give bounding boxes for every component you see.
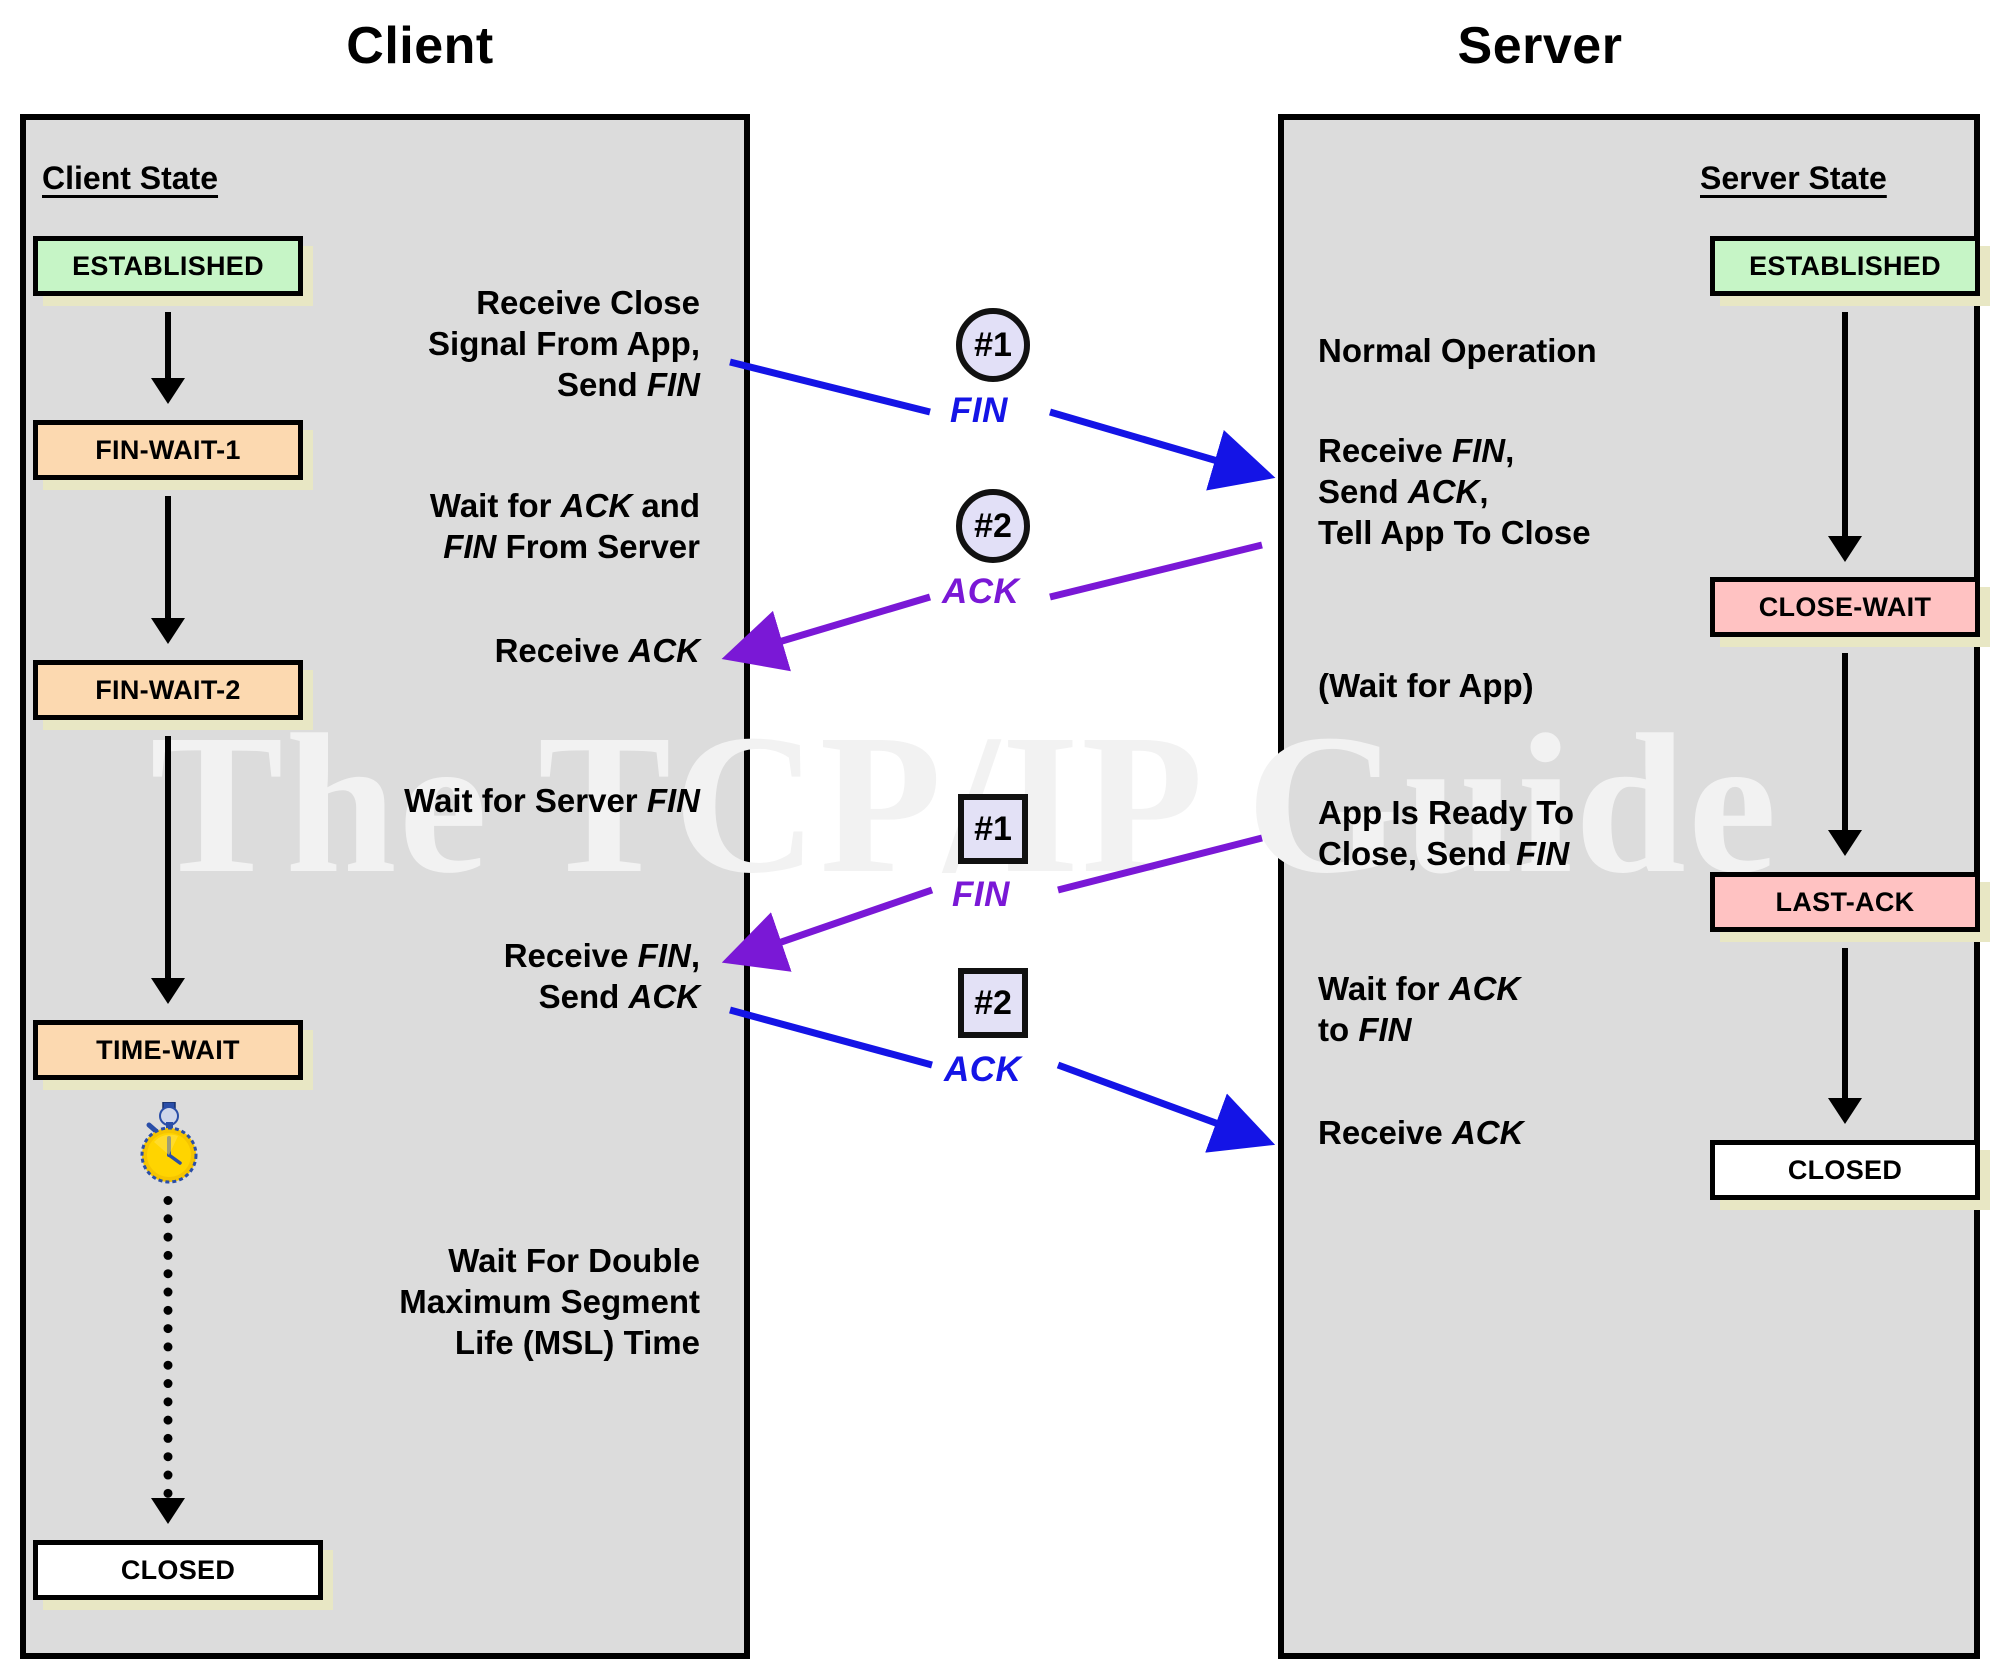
stopwatch-icon xyxy=(132,1101,206,1186)
message-label-server-ack: ACK xyxy=(942,572,1020,611)
client-state-closed: CLOSED xyxy=(33,1540,323,1600)
server-event-receive-fin-send-ack: Receive FIN,Send ACK,Tell App To Close xyxy=(1318,432,1591,551)
server-state-heading: Server State xyxy=(1700,160,1887,196)
client-panel xyxy=(20,114,750,1659)
message-badge-client-ack: #2 xyxy=(958,968,1028,1038)
message-label-client-ack: ACK xyxy=(944,1050,1022,1089)
server-state-closed: CLOSED xyxy=(1710,1140,1980,1200)
server-arrow-established-to-closewait xyxy=(1815,312,1875,562)
client-state-time-wait: TIME-WAIT xyxy=(33,1020,303,1080)
client-arrow-timewait-to-closed xyxy=(138,1196,198,1524)
arrow-server-fin-2 xyxy=(721,886,934,972)
server-arrow-closewait-to-lastack xyxy=(1815,653,1875,856)
client-event-receive-ack: Receive ACK xyxy=(494,632,700,669)
server-event-normal-operation: Normal Operation xyxy=(1318,332,1597,369)
message-badge-server-ack: #2 xyxy=(956,489,1030,563)
server-arrow-lastack-to-closed xyxy=(1815,948,1875,1124)
arrow-client-fin-2 xyxy=(1049,408,1276,491)
server-column-title: Server xyxy=(1457,17,1623,75)
message-label-client-fin: FIN xyxy=(950,391,1008,430)
client-column-title: Client xyxy=(346,17,494,75)
client-arrow-finwait2-to-timewait xyxy=(138,736,198,1004)
client-state-fin-wait-1: FIN-WAIT-1 xyxy=(33,420,303,480)
client-arrow-established-to-finwait1 xyxy=(138,312,198,404)
message-badge-client-fin: #1 xyxy=(956,308,1030,382)
arrow-client-fin xyxy=(729,358,931,416)
arrow-server-fin xyxy=(1057,834,1263,894)
server-state-close-wait: CLOSE-WAIT xyxy=(1710,577,1980,637)
server-event-receive-ack: Receive ACK xyxy=(1318,1114,1524,1151)
server-state-established: ESTABLISHED xyxy=(1710,236,1980,296)
arrow-client-ack xyxy=(729,1006,933,1069)
client-state-established: ESTABLISHED xyxy=(33,236,303,296)
client-event-receive-fin-send-ack: Receive FIN,Send ACK xyxy=(503,937,700,1015)
server-event-wait-for-app: (Wait for App) xyxy=(1318,667,1534,704)
client-event-wait-for-server-fin: Wait for Server FIN xyxy=(404,782,700,819)
message-badge-server-fin: #1 xyxy=(958,794,1028,864)
message-label-server-fin: FIN xyxy=(952,875,1010,914)
arrow-server-ack xyxy=(1049,541,1263,601)
arrow-server-ack-2 xyxy=(721,593,931,672)
client-arrow-finwait1-to-finwait2 xyxy=(138,496,198,644)
arrow-client-ack-2 xyxy=(1056,1061,1276,1153)
client-state-heading: Client State xyxy=(42,160,219,196)
client-state-fin-wait-2: FIN-WAIT-2 xyxy=(33,660,303,720)
server-state-last-ack: LAST-ACK xyxy=(1710,872,1980,932)
